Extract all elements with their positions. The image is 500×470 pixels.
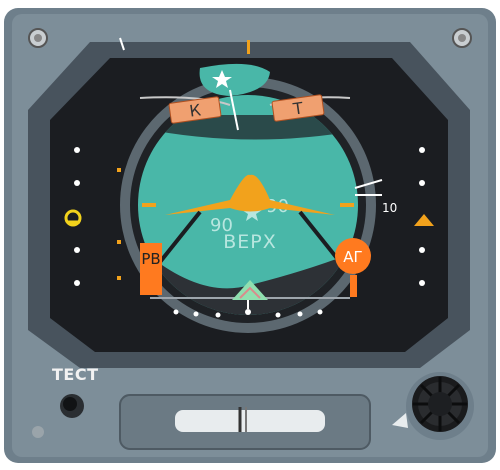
right-warning-flag: [335, 238, 371, 274]
screw-icon: [28, 28, 48, 48]
left-scale-dots: [74, 147, 80, 286]
knob-arrow-icon: [392, 413, 408, 428]
aircraft-strut-right: [298, 210, 342, 264]
left-inner-ticks: [117, 168, 121, 280]
sky-top-lobe: [199, 63, 270, 96]
top-index-mark: [247, 40, 250, 54]
star-icon: [212, 70, 232, 88]
left-flag-label: РВ: [141, 250, 160, 268]
right-reference-marker: [414, 214, 434, 226]
bank-left-label: К: [188, 100, 203, 120]
bank-left-flag: [168, 96, 222, 124]
bank-scale-left: [139, 96, 231, 106]
lower-window-slot: [175, 410, 325, 432]
slip-indicator-icon: [232, 280, 268, 300]
right-scale-value: 10: [382, 201, 397, 215]
aircraft-strut-left: [158, 210, 202, 264]
right-flag-label: АГ: [343, 248, 362, 266]
top-left-mark: [119, 37, 125, 51]
slip-center-dot: [245, 309, 251, 315]
pitch-index-right: [340, 203, 354, 207]
slip-marker: [239, 286, 261, 299]
star-icon: [242, 203, 262, 221]
pitch-left-value: 90: [210, 215, 233, 236]
bank-pointer: [229, 89, 239, 131]
right-flag-stripe: [350, 275, 357, 297]
test-button[interactable]: [60, 394, 84, 418]
right-scale-dots: [419, 147, 425, 286]
test-label: ТЕСТ: [52, 365, 99, 384]
knob-icon[interactable]: [406, 372, 474, 440]
slip-scale-dots: [173, 309, 323, 318]
left-reference-marker: [64, 209, 82, 227]
bank-right-flag: [271, 94, 325, 122]
up-label: ВЕРХ: [223, 231, 277, 253]
screw-icon: [452, 28, 472, 48]
bank-right-label: Т: [291, 98, 305, 118]
left-warning-flag: [140, 243, 162, 295]
screw-icon: [32, 426, 44, 438]
right-scale-tick-1: [354, 179, 383, 189]
aircraft-symbol-icon: [165, 174, 335, 215]
pitch-index-left: [142, 203, 156, 207]
sphere-top-band: [140, 115, 358, 140]
